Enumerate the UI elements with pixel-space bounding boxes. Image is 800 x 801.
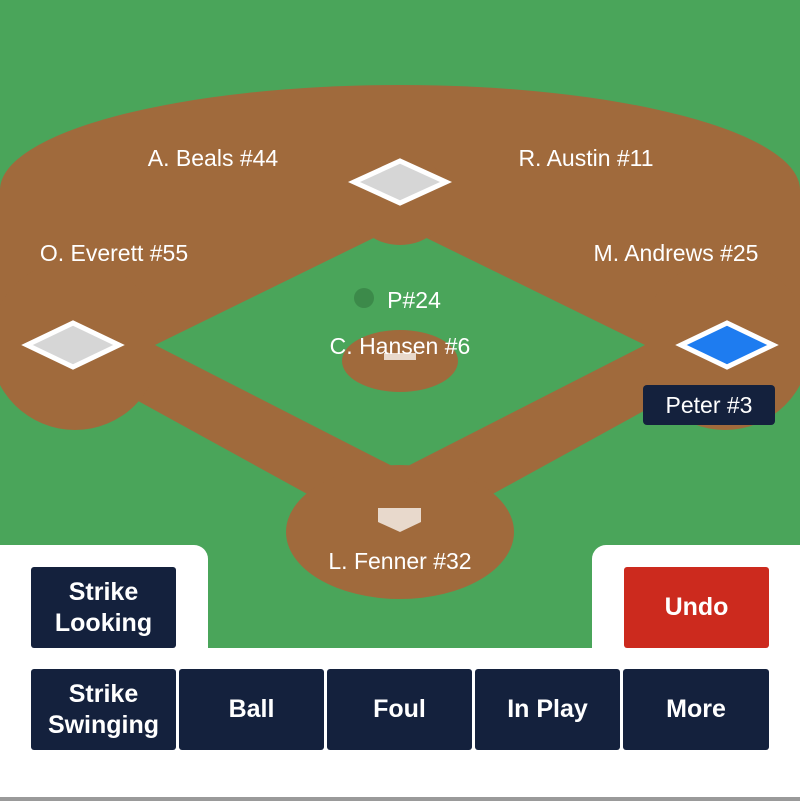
fielder-center-left[interactable]: A. Beals #44 [147,145,279,171]
undo-button[interactable]: Undo [624,567,769,648]
first-base-occupied [675,320,779,370]
fielder-left-field[interactable]: O. Everett #55 [39,240,189,266]
bottom-divider [0,797,800,801]
fielder-catcher[interactable]: L. Fenner #32 [328,548,472,574]
ball-button[interactable]: Ball [179,669,324,750]
home-plate [378,508,421,532]
in-play-button[interactable]: In Play [475,669,620,750]
pitchers-mound [342,330,458,392]
foul-button[interactable]: Foul [327,669,472,750]
fielder-mound[interactable]: C. Hansen #6 [329,333,471,359]
more-button[interactable]: More [623,669,769,750]
pitcher-marker [354,288,374,308]
fielder-pitcher[interactable]: P#24 [387,287,441,313]
runner-first-base[interactable]: Peter #3 [643,385,775,425]
strike-swinging-button[interactable]: Strike Swinging [31,669,176,750]
pitchers-rubber [384,353,416,360]
second-base [347,158,453,206]
third-base [21,320,125,370]
fielder-right-field[interactable]: M. Andrews #25 [593,240,759,266]
strike-looking-button[interactable]: Strike Looking [31,567,176,648]
fielder-center-right[interactable]: R. Austin #11 [518,145,654,171]
